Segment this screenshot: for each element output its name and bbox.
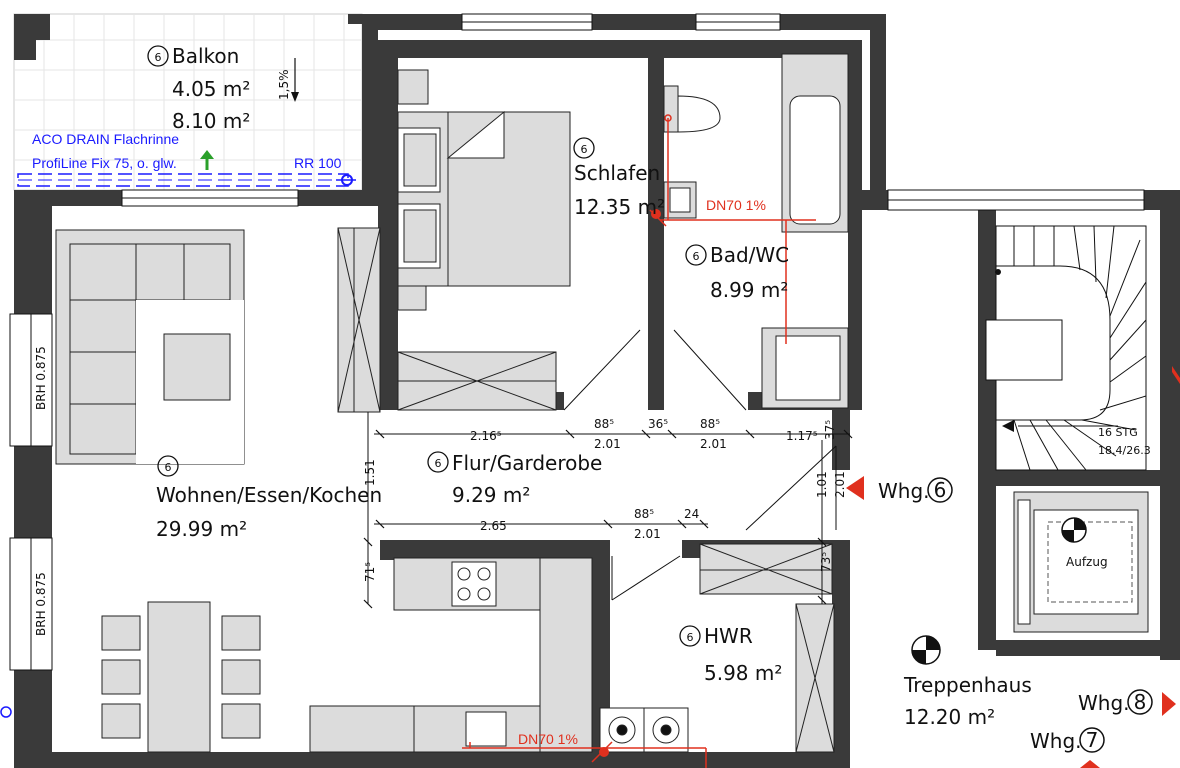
- dimension-ticks: [363, 429, 853, 609]
- balcony-corner-wall: [14, 14, 50, 60]
- flur-area: 9.29 m²: [452, 483, 530, 507]
- entrance-arrow-icon: [1080, 760, 1100, 768]
- entrance-arrow-icon: [1172, 366, 1180, 384]
- treppenhaus-area: 12.20 m²: [904, 705, 995, 729]
- stair-arrow-icon: [1002, 420, 1014, 432]
- hwr-number: 6: [687, 631, 694, 644]
- bad-area: 8.99 m²: [710, 278, 788, 302]
- dim-top-7: 1.17⁵: [786, 429, 818, 443]
- elevator-marker-icon: [1061, 517, 1087, 543]
- balcony-number-icon: [147, 45, 169, 67]
- balcony-name: Balkon: [172, 44, 239, 68]
- dim-mid-3: 2.01: [634, 527, 661, 541]
- staircase: [985, 225, 1147, 471]
- dim-mid-2: 88⁵: [634, 507, 654, 521]
- whg7-label: Whg.: [1030, 729, 1082, 753]
- drain-label-2: ProfiLine Fix 75, o. glw.: [32, 155, 177, 171]
- entrance-arrow-icon: [846, 476, 864, 500]
- dim-top-6: 2.01: [700, 437, 727, 451]
- left-drain-marker-icon: [0, 706, 12, 718]
- dim-vert-2: 71⁵: [363, 562, 377, 582]
- flur-number: 6: [435, 457, 442, 470]
- dim-top-4: 36⁵: [648, 417, 668, 431]
- whg8-number: 8: [1134, 690, 1147, 714]
- hwr-area: 5.98 m²: [704, 661, 782, 685]
- furniture: [55, 53, 849, 753]
- balcony-number: 6: [155, 51, 162, 64]
- schlafen-name: Schlafen: [574, 161, 660, 185]
- dim-top-3: 2.01: [594, 437, 621, 451]
- wohnen-number-icon: [157, 455, 179, 477]
- stair-start-icon: [995, 269, 1001, 275]
- entrance-arrow-icon: [1162, 692, 1176, 716]
- wohnen-number: 6: [165, 461, 172, 474]
- balcony-right-post: [348, 14, 362, 24]
- balcony: 1,5% 6 Balkon 4.05 m² 8.10 m² ACO DRAIN …: [13, 13, 363, 191]
- elevator: [1013, 491, 1149, 633]
- balcony-area-1: 4.05 m²: [172, 77, 250, 101]
- schlafen-number-icon: [573, 137, 595, 159]
- pipe-junction-icon: [651, 209, 661, 219]
- whg6-number-icon: [927, 477, 953, 503]
- bad-number-icon: [685, 244, 707, 266]
- dim-mid-1: 2.65: [480, 519, 507, 533]
- stair-steps: 16 STG: [1098, 426, 1138, 439]
- drain-direction-arrow-icon: [200, 150, 214, 170]
- hwr-number-icon: [679, 625, 701, 647]
- dim-vert-5: 73⁵: [819, 552, 833, 572]
- dim-top-8: 37⁵: [823, 420, 837, 440]
- whg8-label: Whg.: [1078, 691, 1130, 715]
- whg7-number: 7: [1086, 728, 1099, 752]
- drain-rr-label: RR 100: [294, 155, 342, 171]
- pipe-junction-icon: [599, 747, 609, 757]
- drain-pipes: [462, 114, 816, 768]
- treppenhaus-name: Treppenhaus: [903, 673, 1032, 697]
- hwr-name: HWR: [704, 624, 753, 648]
- dim-vert-4: 2.01: [833, 471, 847, 498]
- dim-top-5: 88⁵: [700, 417, 720, 431]
- dim-top-2: 88⁵: [594, 417, 614, 431]
- wohnen-name: Wohnen/Essen/Kochen: [156, 483, 382, 507]
- schlafen-number: 6: [581, 143, 588, 156]
- whg6-label: Whg.: [878, 479, 930, 503]
- wohnen-area: 29.99 m²: [156, 517, 247, 541]
- whg7-number-icon: [1079, 727, 1105, 753]
- drain-channel: [17, 173, 349, 187]
- flur-number-icon: [427, 451, 449, 473]
- doors: [563, 329, 837, 601]
- dimension-lines: [367, 412, 850, 604]
- pipe-label-bottom: DN70 1%: [518, 731, 578, 747]
- balcony-slope: 1,5%: [277, 70, 291, 101]
- dim-top-1: 2.16⁵: [470, 429, 502, 443]
- windows: [9, 13, 1145, 671]
- window-brh-label-1: BRH 0.875: [34, 346, 48, 410]
- stair-ratio: 18.4/26.3: [1098, 444, 1151, 457]
- whg6-number: 6: [934, 478, 947, 502]
- elevator-label: Aufzug: [1066, 555, 1108, 569]
- pipe-label-top: DN70 1%: [706, 197, 766, 213]
- slope-arrow-icon: [291, 58, 299, 102]
- schlafen-area: 12.35 m²: [574, 195, 665, 219]
- drain-label-1: ACO DRAIN Flachrinne: [32, 131, 179, 147]
- window-brh-label-2: BRH 0.875: [34, 572, 48, 636]
- dim-vert-3: 1.01: [815, 471, 829, 498]
- whg8-number-icon: [1127, 689, 1153, 715]
- dim-mid-4: 24: [684, 507, 699, 521]
- bad-name: Bad/WC: [710, 243, 789, 267]
- bad-number: 6: [693, 250, 700, 263]
- balcony-area-2: 8.10 m²: [172, 109, 250, 133]
- stairhall-marker-icon: [911, 635, 941, 665]
- flur-name: Flur/Garderobe: [452, 451, 602, 475]
- dim-vert-1: 1.51: [363, 459, 377, 486]
